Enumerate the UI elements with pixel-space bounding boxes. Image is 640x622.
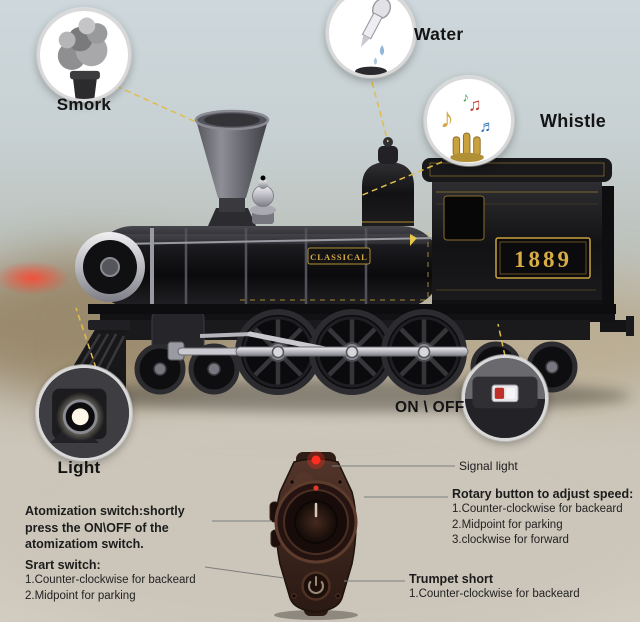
rotary-annotation: Rotary button to adjust speed: 1.Counter…	[452, 486, 637, 549]
whistle-finial	[250, 175, 276, 224]
rear-coupler	[600, 316, 634, 336]
start-item: 1.Counter-clockwise for backeard	[25, 574, 196, 586]
start-title: Srart switch:	[25, 558, 101, 572]
light-label: Light	[57, 458, 101, 477]
trumpet-item: 1.Counter-clockwise for backeard	[409, 588, 580, 600]
water-label: Water	[414, 24, 464, 44]
rotary-title: Rotary button to adjust speed:	[452, 487, 634, 501]
music-note-icon: ♬	[479, 118, 495, 135]
whistle-label: Whistle	[540, 111, 607, 131]
music-note-icon: ♪	[462, 89, 469, 104]
trumpet-title: Trumpet short	[409, 572, 494, 586]
signal-light-led	[311, 455, 321, 465]
whistle-pipes	[452, 132, 481, 156]
cab-number: 1889	[514, 247, 572, 272]
atomization-annotation: Atomization switch:shortly press the ON\…	[25, 504, 185, 551]
steam-dome	[362, 137, 414, 226]
callout-dashed-lines	[75, 81, 506, 369]
whistle-icon: ♪ ♫ ♬ ♪	[440, 89, 495, 163]
light-callout	[36, 365, 132, 461]
boiler	[75, 226, 442, 308]
smoke-label: Smork	[56, 95, 112, 114]
trumpet-annotation: Trumpet short 1.Counter-clockwise for ba…	[409, 571, 609, 603]
start-item: 2.Midpoint for parking	[25, 589, 136, 602]
power-button-icon[interactable]	[301, 571, 331, 601]
smokestack	[194, 109, 270, 226]
music-note-icon: ♫	[468, 95, 481, 115]
rotary-item: 2.Midpoint for parking	[452, 518, 563, 531]
music-note-icon: ♪	[440, 103, 454, 134]
onoff-label: ON \ OFF	[395, 399, 465, 416]
boiler-plate: CLASSICAL	[307, 247, 371, 265]
dial-marker	[313, 485, 319, 491]
onoff-callout	[462, 355, 548, 441]
remote-control	[269, 451, 358, 620]
rotary-item: 1.Counter-clockwise for backeard	[452, 503, 623, 515]
screws	[289, 479, 343, 599]
start-switch-annotation: Srart switch: 1.Counter-clockwise for ba…	[25, 557, 225, 604]
boiler-plate-text: CLASSICAL	[310, 252, 368, 262]
smoke-callout	[37, 8, 131, 102]
gold-dashed-trim	[240, 232, 430, 301]
light-icon	[39, 368, 129, 458]
yellow-marker	[410, 234, 417, 246]
signal-light-annotation: Signal light	[459, 459, 518, 473]
onoff-switch-icon	[465, 358, 545, 438]
connecting-rods	[167, 331, 469, 361]
headlight-red-glow	[0, 261, 70, 295]
annotation-lines	[204, 465, 455, 582]
smoke-icon	[57, 17, 108, 99]
water-callout	[326, 0, 416, 78]
whistle-callout: ♪ ♫ ♬ ♪	[424, 76, 514, 166]
rotary-dial[interactable]	[274, 480, 358, 564]
water-dropper-icon	[355, 0, 392, 75]
rotary-item: 3.clockwise for forward	[452, 534, 569, 546]
